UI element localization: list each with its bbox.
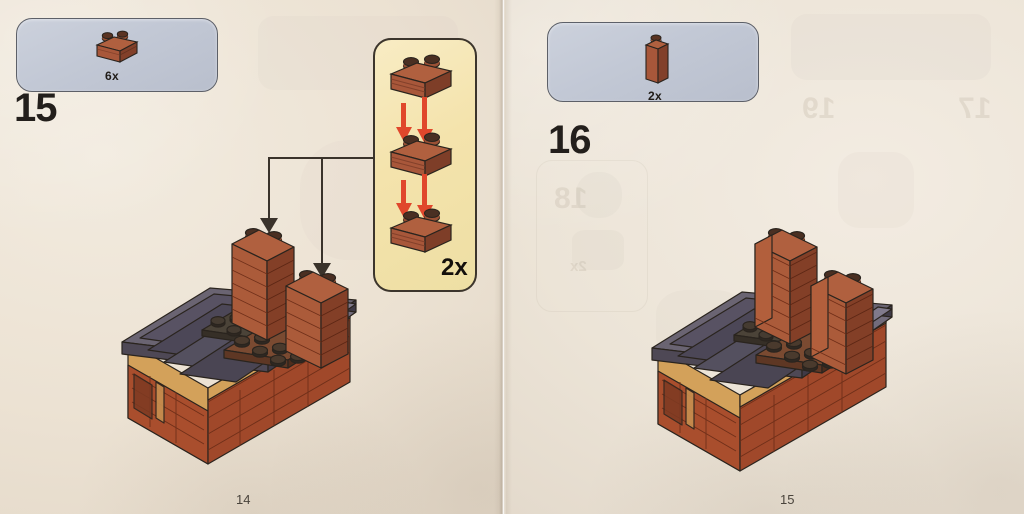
callout-arrow-2-shaft [422,97,427,131]
book-spine [494,0,512,514]
ghost-callout-18 [536,160,648,312]
brick-1x2-icon [95,30,139,63]
ghost-blob-right-1 [576,172,622,218]
callout-arrow-1-shaft [401,103,406,129]
callout-repeat-label: 2x [441,254,468,281]
callout-arrow-4-shaft [422,174,427,207]
ghost-step-17: 17 [958,92,992,125]
callout-brick-middle [389,132,453,177]
ghost-blob-right-3 [838,152,914,228]
step-number-right: 16 [548,118,591,162]
parts-count-left: 6x [105,69,119,83]
parts-box-right[interactable]: 2x [547,22,759,103]
chimney-right [285,269,349,369]
page-number-right: 15 [780,492,795,507]
callout-brick-bottom [389,208,453,253]
parts-box-left[interactable]: 6x [16,18,218,92]
step-number-left: 15 [14,86,57,130]
ghost-step-18: 18 [554,182,588,215]
parts-count-right: 2x [648,89,662,103]
callout-arrow-3-shaft [401,180,406,205]
ghost-blob-right-2 [572,230,624,270]
ghost-parts-box-19 [791,14,991,80]
ghost-count-2x: 2x [570,258,587,275]
brick-1x1x3-icon [644,34,670,84]
callout-box[interactable]: 2x [373,38,477,292]
chimney-left-tall [754,228,818,345]
leader-line-branch-2 [321,157,323,265]
ghost-step-19: 19 [802,92,836,125]
leader-arrowhead-1 [260,218,278,233]
right-page: 19 17 18 2x 2x 16 [506,0,1024,514]
page-number-left: 14 [236,492,251,507]
model-right [651,228,893,472]
left-page: 6x 15 [0,0,502,514]
chimney-right-tall [810,269,874,375]
leader-line-branch-1 [268,157,270,220]
chimney-left [231,228,295,341]
model-left [121,228,357,465]
